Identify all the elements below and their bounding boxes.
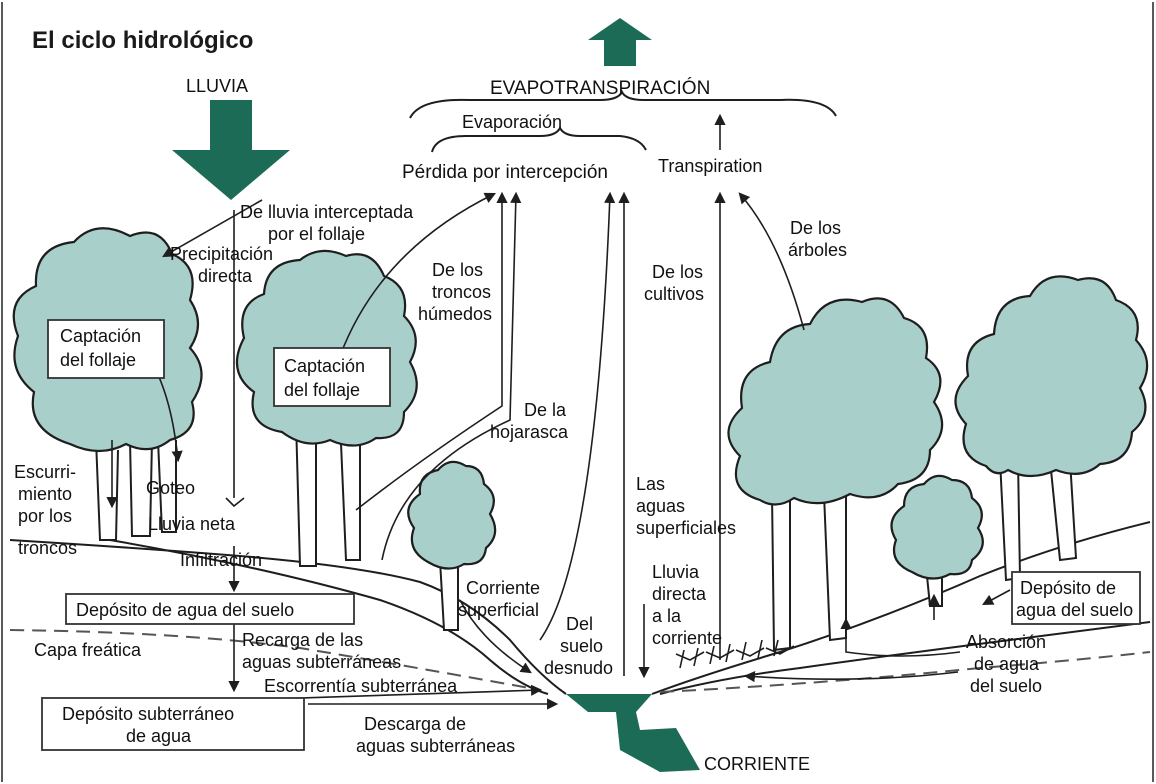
label-lluvia-directa-2: directa bbox=[652, 584, 707, 604]
label-escorrentia-sub: Escorrentía subterránea bbox=[264, 676, 458, 696]
arrow-absorcion-1 bbox=[840, 617, 961, 657]
label-lluvia-directa-3: a la bbox=[652, 606, 682, 626]
label-aguas-sup-3: superficiales bbox=[636, 518, 736, 538]
label-captacion-left-2: del follaje bbox=[60, 350, 136, 370]
arrow-direct-precip-head bbox=[225, 497, 245, 508]
tree-mid-trunk bbox=[295, 419, 361, 567]
brace-evaporacion bbox=[431, 125, 647, 153]
water-table-line bbox=[9, 629, 541, 691]
label-evaporacion: Evaporación bbox=[462, 112, 562, 132]
tree-right1-crown bbox=[727, 297, 944, 506]
label-corriente-sup-2: superficial bbox=[458, 600, 539, 620]
arrow-captacion-mid bbox=[339, 192, 497, 357]
arrow-deposito-right bbox=[982, 589, 1011, 606]
label-evapotranspiracion: EVAPOTRANSPIRACIÓN bbox=[490, 77, 710, 99]
label-lluvia: LLUVIA bbox=[186, 76, 248, 96]
label-deposito-sub-1: Depósito subterráneo bbox=[62, 704, 234, 724]
label-lluvia-directa-4: corriente bbox=[652, 628, 722, 648]
label-troncos-humedos-1: De los bbox=[432, 260, 483, 280]
arrow-absorcion-2 bbox=[743, 671, 959, 683]
evapotranspiration-arrow bbox=[588, 18, 652, 66]
arrow-hojarasca bbox=[539, 191, 616, 641]
label-interceptada-1: De lluvia interceptada bbox=[240, 202, 414, 222]
label-captacion-mid-1: Captación bbox=[284, 356, 365, 376]
label-recarga-2: aguas subterráneas bbox=[242, 652, 401, 672]
label-captacion-left-1: Captación bbox=[60, 326, 141, 346]
label-lluvia-neta: Lluvia neta bbox=[148, 514, 236, 534]
label-recarga-1: Recarga de las bbox=[242, 630, 363, 650]
ground-subsurface bbox=[109, 539, 549, 695]
label-aguas-sup-2: aguas bbox=[636, 496, 685, 516]
label-escurrimiento-2: miento bbox=[18, 484, 72, 504]
tree-right2-crown bbox=[954, 275, 1149, 478]
label-aguas-sup-1: Las bbox=[636, 474, 665, 494]
label-escurrimiento-1: Escurri- bbox=[14, 462, 76, 482]
label-hojarasca-1: De la bbox=[524, 400, 567, 420]
label-absorcion-2: de agua bbox=[974, 654, 1040, 674]
label-arboles-1: De los bbox=[790, 218, 841, 238]
label-suelo-desnudo-1: Del bbox=[566, 614, 593, 634]
ground-right-lower bbox=[659, 621, 1151, 695]
label-suelo-desnudo-3: desnudo bbox=[544, 658, 613, 678]
label-deposito-suelo-left: Depósito de agua del suelo bbox=[76, 600, 294, 620]
label-troncos-humedos-3: húmedos bbox=[418, 304, 492, 324]
label-deposito-suelo-right-1: Depósito de bbox=[1020, 578, 1116, 598]
arrow-troncos-humedos bbox=[355, 191, 508, 511]
box-captacion-left bbox=[47, 319, 165, 379]
label-corriente-sup-1: Corriente bbox=[466, 578, 540, 598]
label-arboles-2: árboles bbox=[788, 240, 847, 260]
arrow-intercepted bbox=[162, 199, 263, 258]
label-lluvia-directa-1: Lluvia bbox=[652, 562, 700, 582]
label-precipitacion-2: directa bbox=[198, 266, 253, 286]
tree-right1-trunk bbox=[771, 493, 847, 652]
label-absorcion-1: Absorción bbox=[966, 632, 1046, 652]
label-capa-freatica: Capa freática bbox=[34, 640, 142, 660]
rain-arrow bbox=[172, 100, 290, 200]
tree-left-trunk bbox=[95, 439, 177, 541]
arrow-troncos-humedos-2 bbox=[381, 191, 522, 561]
tree-right3-crown bbox=[890, 474, 984, 580]
label-captacion-mid-2: del follaje bbox=[284, 380, 360, 400]
label-precipitacion-1: Precipitación bbox=[170, 244, 273, 264]
label-infiltracion: Infiltración bbox=[180, 550, 262, 570]
water-table-line-right bbox=[659, 651, 1151, 693]
diagram-title: El ciclo hidrológico bbox=[32, 27, 253, 54]
box-deposito-suelo-left bbox=[65, 593, 355, 625]
label-descarga-2: aguas subterráneas bbox=[356, 736, 515, 756]
box-deposito-subterraneo bbox=[41, 697, 305, 751]
label-hojarasca-2: hojarasca bbox=[490, 422, 569, 442]
label-deposito-sub-2: de agua bbox=[126, 726, 192, 746]
arrow-arboles bbox=[738, 192, 805, 331]
tree-small-trunk bbox=[439, 559, 459, 631]
box-deposito-suelo-right bbox=[1011, 571, 1141, 625]
tree-right2-trunk bbox=[999, 459, 1078, 582]
brace-evapotranspiracion bbox=[409, 89, 837, 119]
label-escurrimiento-3: por los bbox=[18, 506, 72, 526]
label-troncos-humedos-2: troncos bbox=[432, 282, 491, 302]
label-absorcion-3: del suelo bbox=[970, 676, 1042, 696]
tree-small-crown bbox=[407, 460, 497, 570]
arrow-corriente-superficial bbox=[459, 599, 532, 674]
box-captacion-mid bbox=[273, 347, 391, 407]
label-goteo: Goteo bbox=[146, 478, 195, 498]
label-transpiration: Transpiration bbox=[658, 156, 762, 176]
label-cultivos-2: cultivos bbox=[644, 284, 704, 304]
label-interceptada-2: por el follaje bbox=[268, 224, 365, 244]
stream-shape bbox=[566, 694, 700, 772]
label-cultivos-1: De los bbox=[652, 262, 703, 282]
label-perdida-intercepcion: Pérdida por intercepción bbox=[402, 162, 608, 183]
label-descarga-1: Descarga de bbox=[364, 714, 466, 734]
label-deposito-suelo-right-2: agua del suelo bbox=[1016, 600, 1133, 620]
label-escurrimiento-4: troncos bbox=[18, 538, 77, 558]
label-suelo-desnudo-2: suelo bbox=[560, 636, 603, 656]
label-corriente: CORRIENTE bbox=[704, 754, 810, 774]
